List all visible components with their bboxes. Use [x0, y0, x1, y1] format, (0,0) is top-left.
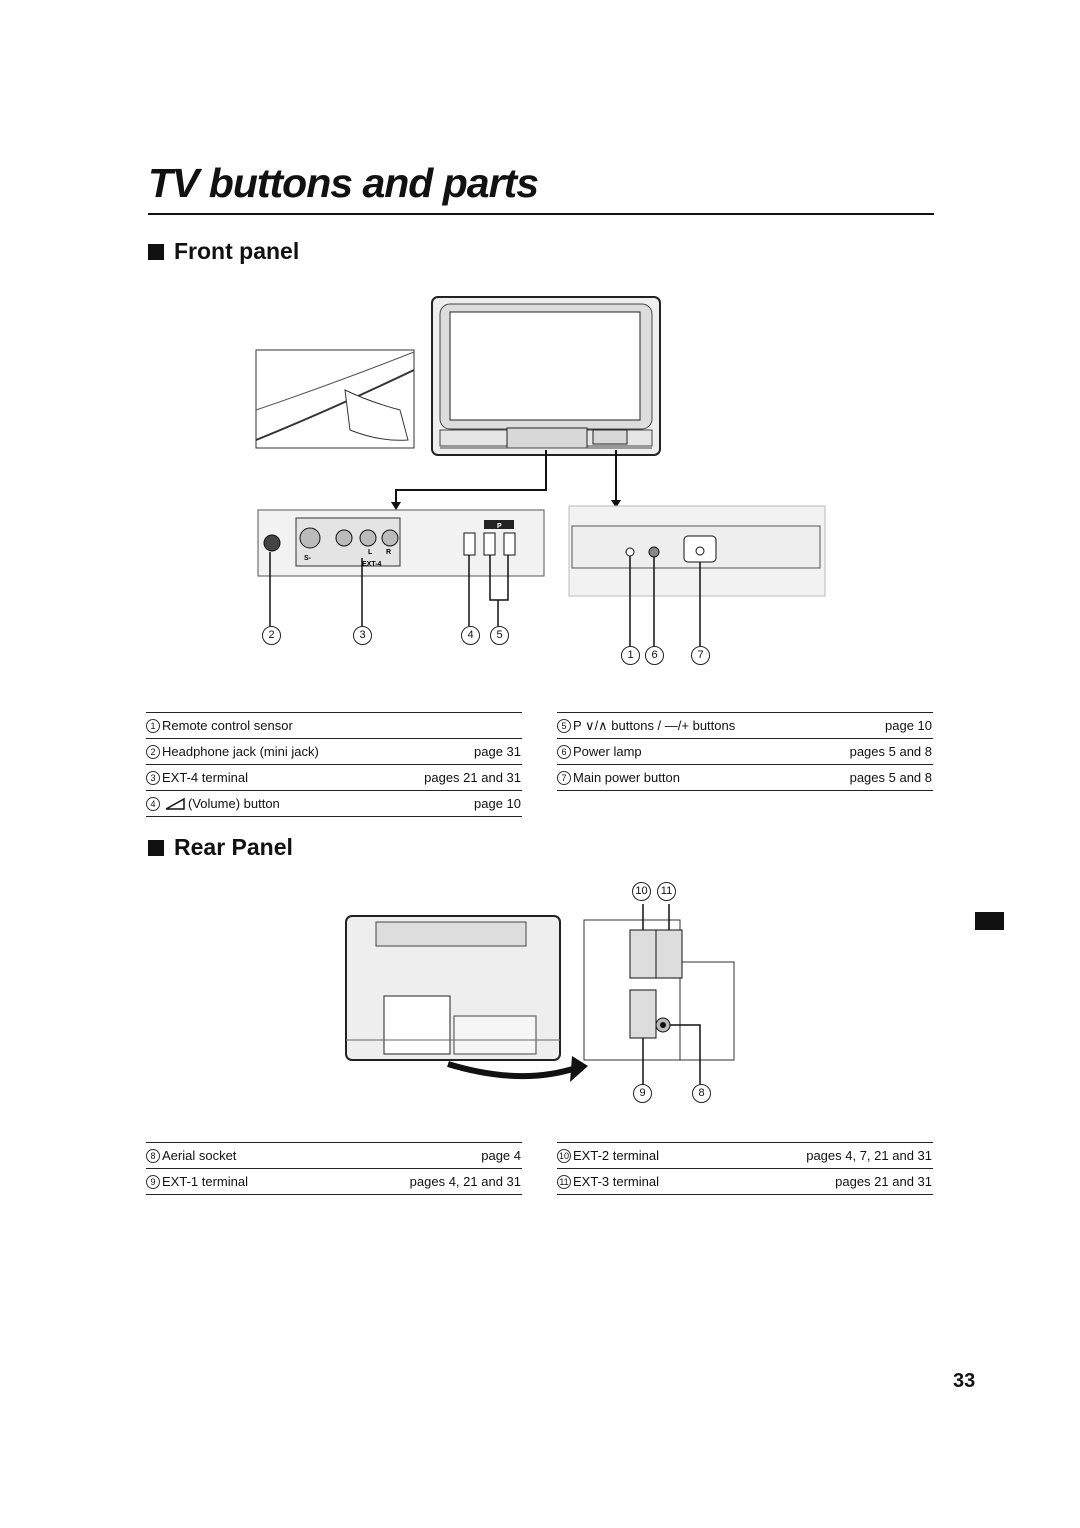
callout-10: 10: [632, 882, 651, 901]
p-button-label: P: [497, 523, 502, 530]
power-panel-closeup: [568, 505, 826, 597]
item-label: EXT-3 terminal: [573, 1174, 659, 1189]
front-panel-diagram: S- EXT-4 L R P: [255, 296, 826, 646]
section-square-icon: [148, 243, 164, 260]
item-label: EXT-2 terminal: [573, 1148, 659, 1163]
item-page: page 10: [885, 718, 932, 733]
item-page: pages 4, 7, 21 and 31: [806, 1148, 932, 1163]
item-page: pages 21 and 31: [424, 770, 521, 785]
volume-icon: [165, 797, 185, 810]
item-page: page 4: [481, 1148, 521, 1163]
callout-5: 5: [490, 626, 509, 645]
page-number: 33: [953, 1370, 976, 1392]
item-number: 8: [146, 1148, 160, 1163]
callout-leaders: [269, 552, 701, 646]
item-number: 9: [146, 1174, 160, 1189]
item-label: P ∨/∧ buttons / —/+ buttons: [573, 717, 736, 733]
left-audio-label: L: [368, 549, 373, 556]
callout-8: 8: [692, 1084, 711, 1103]
item-number: 1: [146, 718, 160, 733]
item-number: 5: [557, 718, 571, 733]
rear-panel-heading-text: Rear Panel: [174, 834, 293, 860]
scart-closeup: [583, 919, 735, 1061]
item-label: (Volume) button: [188, 796, 280, 811]
callout-3: 3: [353, 626, 372, 645]
s-video-label: S-: [304, 555, 312, 562]
rear-callout-leaders: [642, 904, 701, 1084]
front-panel-heading: Front panel: [148, 238, 299, 265]
callout-4: 4: [461, 626, 480, 645]
finger-press-inset: [255, 349, 415, 449]
tv-rear-illustration: [345, 915, 561, 1061]
section-tab-marker: [975, 912, 1004, 930]
item-label: Headphone jack (mini jack): [162, 744, 319, 759]
item-page: pages 5 and 8: [849, 770, 932, 785]
table-row: 4 (Volume) button page 10: [146, 791, 522, 817]
front-panel-heading-text: Front panel: [174, 238, 300, 264]
item-page: page 10: [474, 796, 521, 811]
item-label: Remote control sensor: [162, 718, 293, 733]
item-page: pages 5 and 8: [849, 744, 932, 759]
title-rule: [148, 213, 934, 215]
item-label: Main power button: [573, 770, 680, 785]
callout-11: 11: [657, 882, 676, 901]
rear-panel-heading: Rear Panel: [148, 834, 293, 861]
item-number: 11: [557, 1174, 571, 1189]
item-label: Power lamp: [573, 744, 642, 759]
rear-arrow-head-icon: [570, 1056, 588, 1082]
item-label: Aerial socket: [162, 1148, 237, 1163]
callout-2: 2: [262, 626, 281, 645]
item-page: pages 21 and 31: [835, 1174, 932, 1189]
right-audio-label: R: [386, 549, 391, 556]
callout-6: 6: [645, 646, 664, 665]
connector-arrows: [391, 450, 621, 510]
tv-front-illustration: [431, 296, 661, 456]
callout-9: 9: [633, 1084, 652, 1103]
item-page: page 31: [474, 744, 521, 759]
item-page: pages 4, 21 and 31: [409, 1174, 521, 1189]
control-panel-closeup: S- EXT-4 L R P: [257, 509, 545, 577]
page-title: TV buttons and parts: [148, 160, 539, 206]
callout-7: 7: [691, 646, 710, 665]
item-number: 4: [146, 796, 160, 811]
rear-arrow-icon: [447, 1061, 577, 1080]
item-label: EXT-1 terminal: [162, 1174, 248, 1189]
item-number: 7: [557, 770, 571, 785]
item-label: EXT-4 terminal: [162, 770, 248, 785]
item-number: 6: [557, 744, 571, 759]
rear-panel-diagram: [345, 904, 735, 1084]
item-number: 3: [146, 770, 160, 785]
callout-1: 1: [621, 646, 640, 665]
ext4-panel-label: EXT-4: [362, 561, 382, 568]
section-square-icon: [148, 839, 164, 856]
item-number: 10: [557, 1148, 571, 1163]
item-number: 2: [146, 744, 160, 759]
